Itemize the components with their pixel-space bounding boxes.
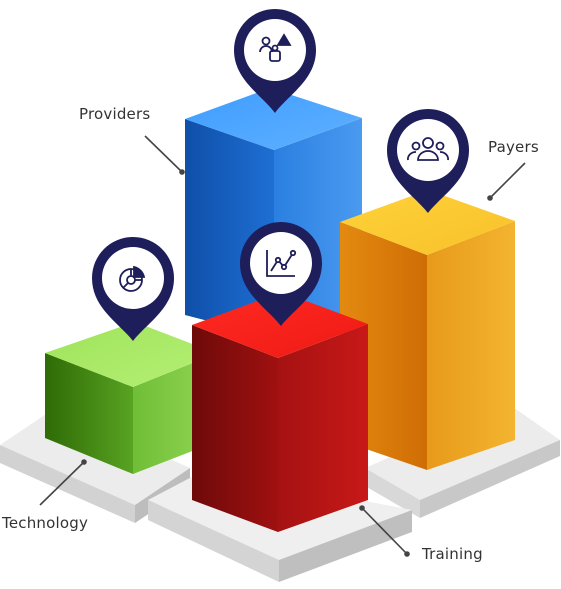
bar-training bbox=[192, 292, 368, 532]
label-training: Training bbox=[422, 545, 483, 563]
label-payers: Payers bbox=[488, 138, 539, 156]
leader-payers bbox=[487, 162, 526, 201]
label-technology: Technology bbox=[2, 514, 89, 532]
pin-technology bbox=[92, 236, 174, 341]
pin-payers bbox=[387, 109, 469, 213]
pie-chart-icon bbox=[119, 265, 146, 292]
bar-technology bbox=[45, 322, 195, 474]
leader-providers bbox=[144, 135, 185, 175]
people-triangle-icon bbox=[259, 33, 292, 62]
leader-training bbox=[359, 505, 410, 557]
users-group-icon bbox=[407, 137, 449, 161]
line-chart-icon bbox=[266, 249, 297, 277]
leader-technology bbox=[39, 459, 87, 506]
label-providers: Providers bbox=[79, 105, 151, 123]
